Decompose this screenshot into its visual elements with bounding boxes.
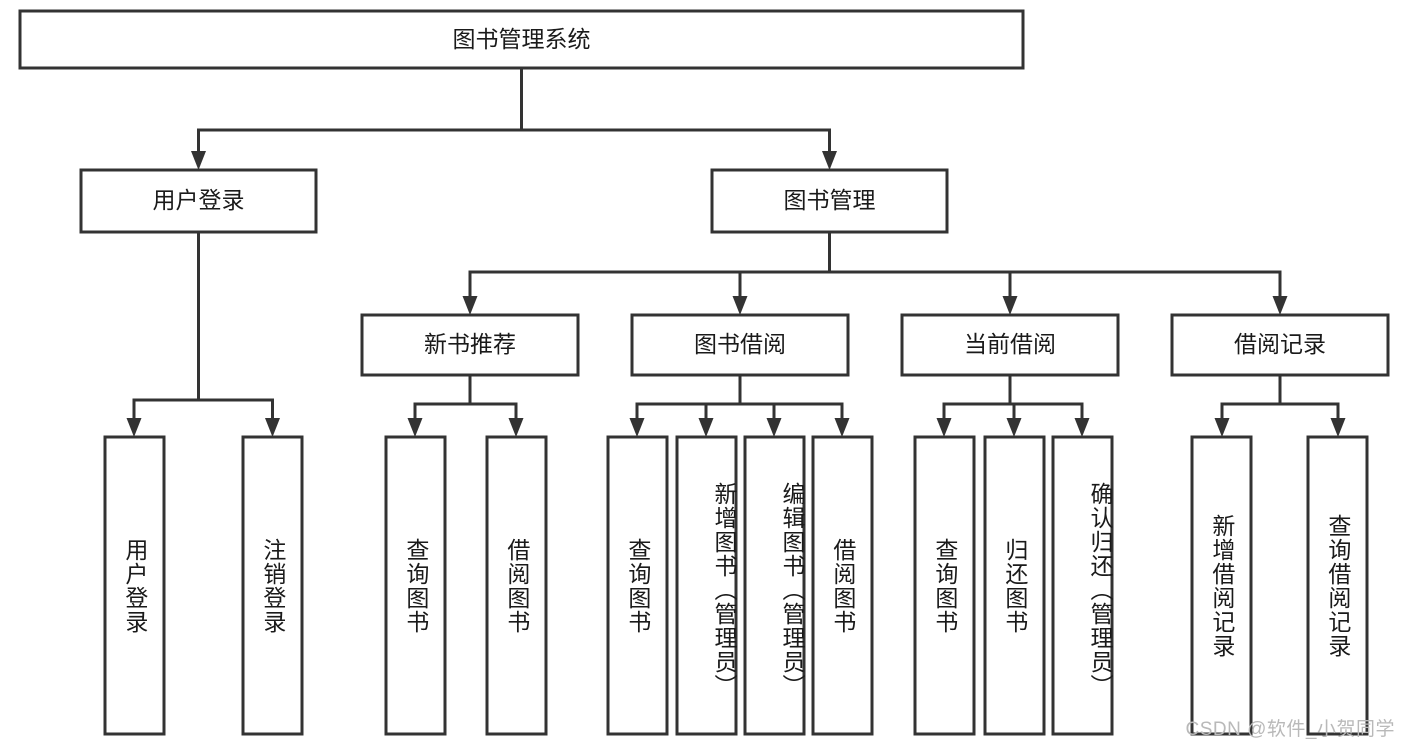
node-leaf-query-record[interactable] [1306,435,1369,736]
edge-current-to-leaf-1 [942,375,1012,425]
node-root[interactable] [18,9,1025,70]
node-leaf-borrow-book-2[interactable] [811,435,874,736]
node-user-login[interactable] [79,168,318,234]
arrow-head-icon [732,296,748,315]
edge-root-to-book-management [521,128,831,158]
arrow-head-icon [629,418,645,437]
edge-userlogin-to-leaf-2 [198,398,274,425]
edge-borrow-to-leaf-4 [740,402,844,425]
node-leaf-query-book-1[interactable] [384,435,447,736]
arrow-head-icon [1074,418,1090,437]
node-book-borrow-label: 图书借阅 [694,331,786,357]
node-borrow-record[interactable] [1170,313,1390,377]
node-leaf-logout[interactable] [241,435,304,736]
node-root-label: 图书管理系统 [453,26,591,52]
csdn-watermark: CSDN @软件_小贺同学 [1185,719,1395,740]
edge-userlogin-to-leaf-1 [132,232,200,425]
node-new-book-recommend-label: 新书推荐 [424,331,516,357]
edge-bookmgmt-to-borrow-record [829,270,1282,303]
edge-bookmgmt-to-borrow [738,270,830,303]
node-leaf-query-book-2[interactable] [606,435,669,736]
arrow-head-icon [1272,296,1288,315]
node-leaf-user-login[interactable] [103,435,166,736]
edge-current-to-leaf-3 [1010,402,1084,425]
node-leaf-add-book[interactable] [675,435,738,736]
edge-record-to-leaf-2 [1280,402,1340,425]
edge-root-to-user-login [197,68,523,158]
node-new-book-recommend[interactable] [360,313,580,377]
node-current-borrow[interactable] [900,313,1120,377]
edge-borrow-to-leaf-1 [635,375,742,425]
arrow-head-icon [126,418,142,437]
arrow-head-icon [766,418,782,437]
node-book-management[interactable] [710,168,949,234]
arrow-head-icon [1330,418,1346,437]
node-leaf-query-book-3[interactable] [913,435,976,736]
node-current-borrow-label: 当前借阅 [964,331,1056,357]
arrow-head-icon [462,296,478,315]
node-book-borrow[interactable] [630,313,850,377]
node-leaf-borrow-book-1[interactable] [485,435,548,736]
edge-newbook-to-leaf-2 [470,402,518,425]
edge-record-to-leaf-1 [1220,375,1282,425]
node-book-management-label: 图书管理 [784,187,876,213]
edge-bookmgmt-to-new-book [468,232,831,303]
arrow-head-icon [698,418,714,437]
arrow-head-icon [822,151,837,170]
node-user-login-label: 用户登录 [153,187,245,213]
arrow-head-icon [265,418,280,437]
arrow-head-icon [191,151,206,170]
edge-bookmgmt-to-current-borrow [829,270,1012,303]
arrow-head-icon [1214,418,1230,437]
node-borrow-record-label: 借阅记录 [1234,331,1326,357]
arrow-head-icon [508,418,524,437]
arrow-head-icon [407,418,423,437]
node-leaf-confirm-return[interactable] [1051,435,1114,736]
edge-newbook-to-leaf-1 [413,375,472,425]
arrow-head-icon [1006,418,1022,437]
node-leaf-add-record[interactable] [1190,435,1253,736]
arrow-head-icon [1002,296,1018,315]
node-leaf-edit-book[interactable] [743,435,806,736]
arrow-head-icon [936,418,952,437]
node-leaf-return-book[interactable] [983,435,1046,736]
arrow-head-icon [834,418,850,437]
